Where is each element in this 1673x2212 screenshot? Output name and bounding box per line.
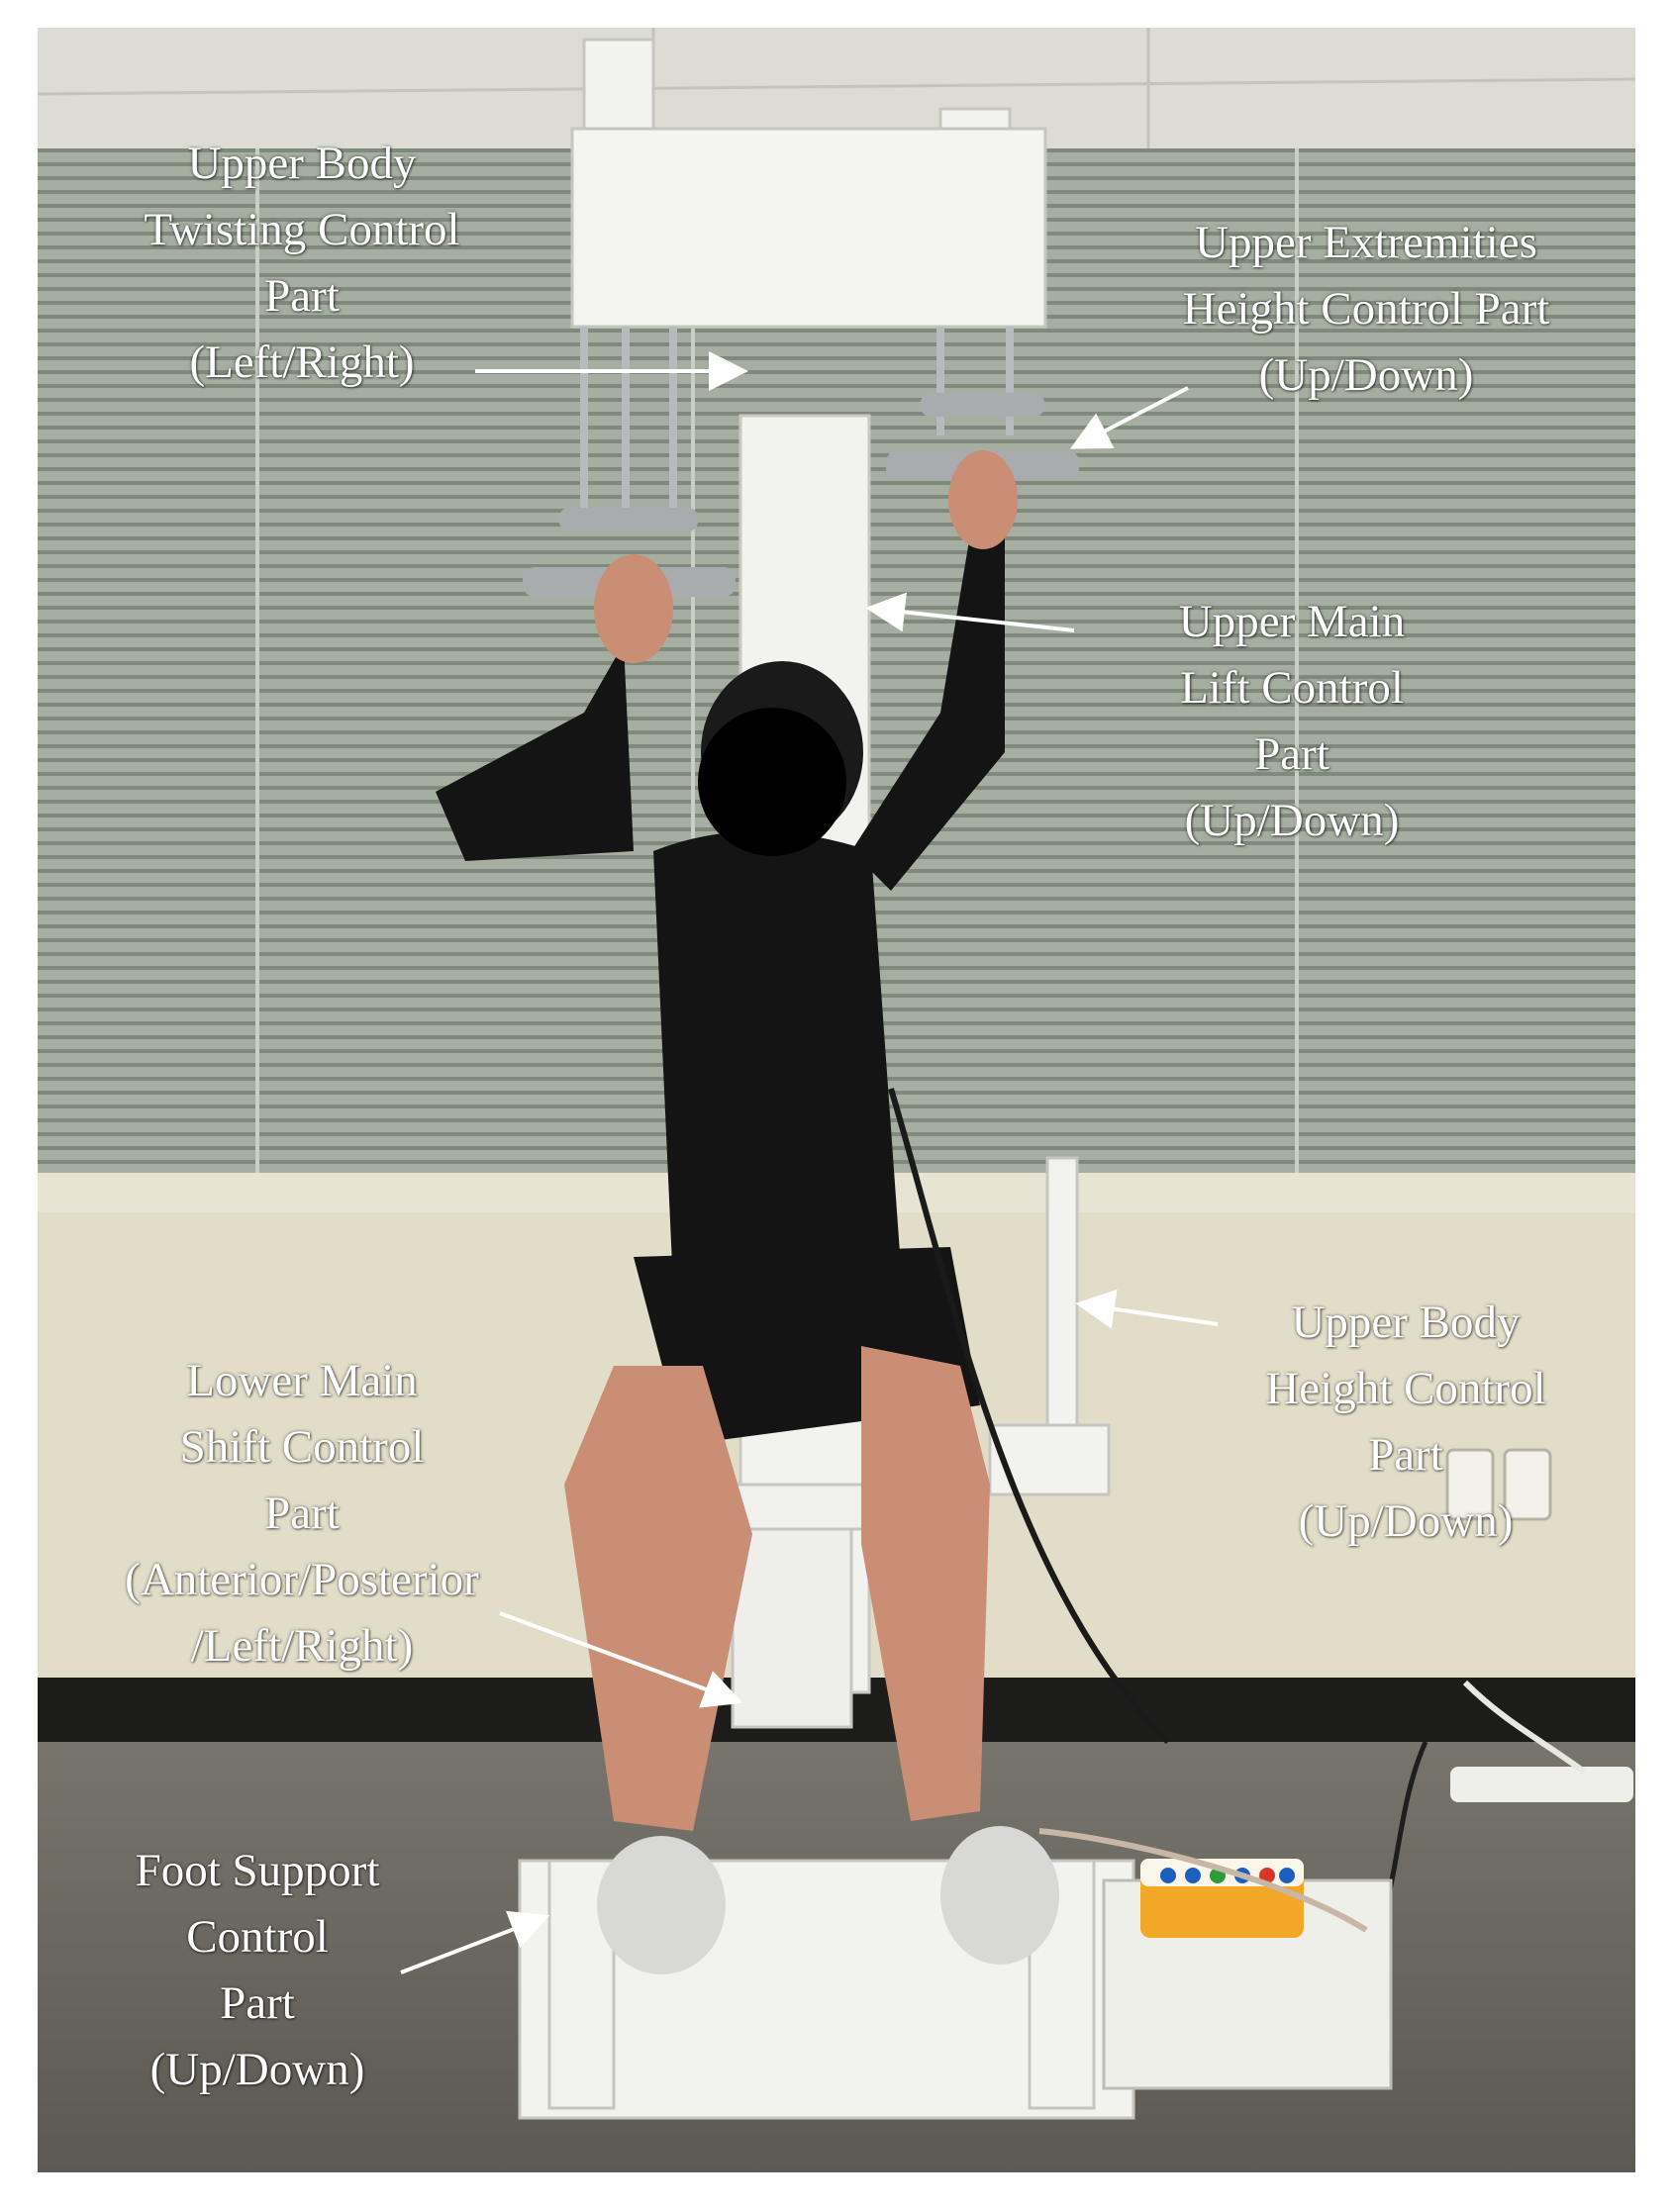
label-line: Upper Main — [1178, 596, 1406, 647]
label-line: Part — [1254, 728, 1329, 780]
label-line: Shift Control — [179, 1421, 425, 1473]
arrow-icon — [499, 1611, 743, 1708]
label-line: (Up/Down) — [149, 2044, 365, 2095]
label-line: Part — [1368, 1429, 1443, 1481]
label-line: Upper Extremities — [1195, 217, 1537, 268]
label-upper-extremities-height: Upper Extremities Height Control Part (U… — [1138, 210, 1594, 409]
annotation-arrows — [400, 351, 1219, 1974]
label-upper-body-height: Upper Body Height Control Part (Up/Down) — [1223, 1290, 1589, 1555]
photo — [37, 28, 1636, 2172]
label-line: Part — [220, 1977, 295, 2029]
label-line: Lower Main — [186, 1355, 418, 1406]
label-line: Lift Control — [1180, 662, 1404, 714]
control-box — [1102, 1859, 1393, 2090]
label-line: Upper Body — [187, 138, 417, 189]
left-handle-bar — [559, 508, 698, 531]
device-top-plate — [570, 127, 1047, 329]
label-line: (Up/Down) — [1184, 795, 1400, 846]
arrow-icon — [1075, 1289, 1219, 1329]
label-line: Upper Body — [1291, 1297, 1521, 1348]
label-line: Foot Support — [135, 1845, 380, 1896]
label-line: (Left/Right) — [189, 337, 415, 388]
label-upper-body-twisting: Upper Body Twisting Control Part (Left/R… — [109, 131, 495, 396]
label-foot-support: Foot Support Control Part (Up/Down) — [94, 1838, 421, 2103]
right-handle-bar — [921, 393, 1044, 417]
label-line: (Up/Down) — [1258, 349, 1474, 401]
label-lower-main-shift: Lower Main Shift Control Part (Anterior/… — [79, 1348, 525, 1680]
label-line: Part — [264, 270, 340, 322]
left-sock — [597, 1836, 726, 1974]
label-line: Height Control — [1265, 1363, 1546, 1414]
label-line: Control — [186, 1911, 329, 1963]
label-line: /Left/Right) — [190, 1620, 414, 1672]
right-sock — [940, 1826, 1059, 1965]
person — [436, 450, 1059, 1974]
arrow-icon — [400, 1910, 550, 1974]
arrow-icon — [1069, 386, 1189, 449]
label-line: Part — [264, 1488, 340, 1539]
label-line: (Anterior/Posterior — [125, 1554, 479, 1605]
arrow-icon — [865, 592, 1075, 632]
label-line: Twisting Control — [144, 204, 460, 255]
foot-support-right — [1028, 1859, 1096, 2110]
label-line: (Up/Down) — [1298, 1495, 1514, 1547]
label-upper-main-lift: Upper Main Lift Control Part (Up/Down) — [1119, 589, 1465, 854]
label-line: Height Control Part — [1182, 283, 1550, 335]
